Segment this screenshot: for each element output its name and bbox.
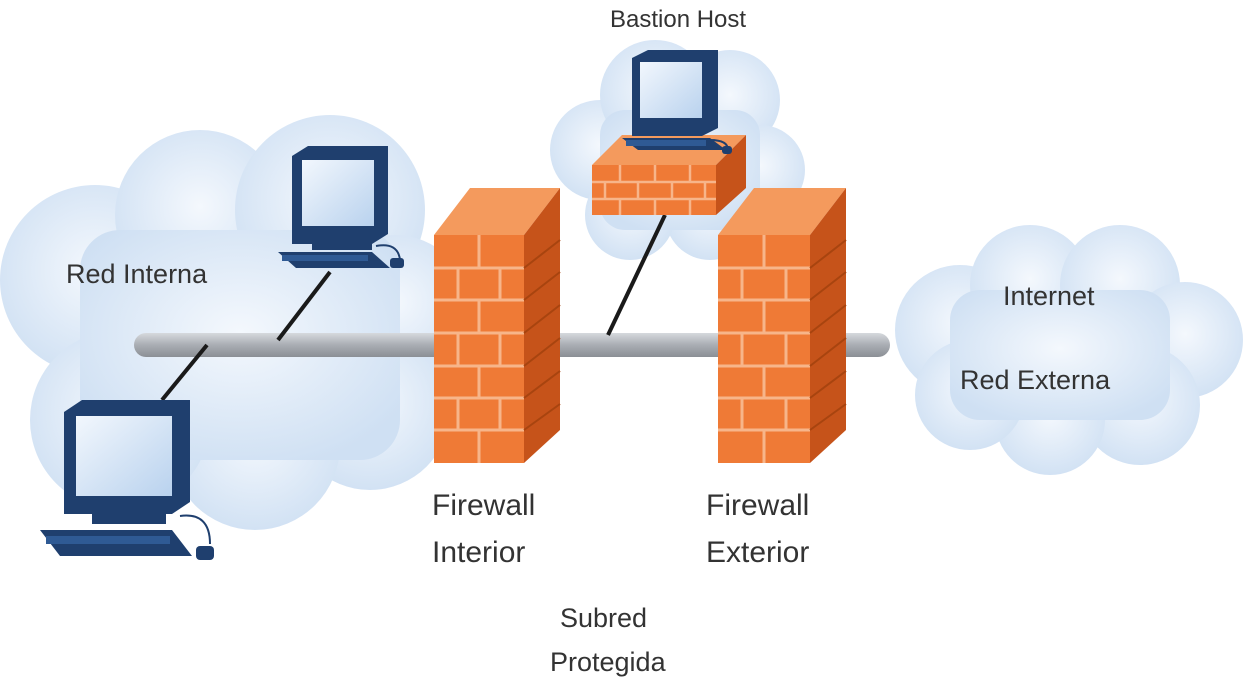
- internal-computer-upper-icon: [278, 146, 404, 268]
- exterior-firewall-label-line1: Firewall: [706, 489, 810, 522]
- protected-subnet-label-line1: Subred: [560, 603, 648, 633]
- interior-firewall-icon: [434, 188, 561, 463]
- internet-label: Internet: [1003, 281, 1095, 311]
- network-cables: [160, 214, 667, 402]
- interior-firewall-label-line1: Firewall: [432, 489, 536, 522]
- external-network-cloud: [895, 225, 1243, 475]
- interior-firewall-label-line2: Interior: [432, 536, 526, 569]
- internal-network-label: Red Interna: [66, 259, 208, 289]
- external-network-label: Red Externa: [960, 365, 1111, 395]
- exterior-firewall-icon: [718, 188, 847, 463]
- internal-computer-lower-icon: [40, 400, 214, 560]
- protected-subnet-label-line2: Protegida: [550, 647, 666, 677]
- exterior-firewall-label-line2: Exterior: [706, 536, 810, 569]
- bastion-host-label: Bastion Host: [610, 6, 747, 33]
- bastion-host-computer-icon: [622, 50, 732, 154]
